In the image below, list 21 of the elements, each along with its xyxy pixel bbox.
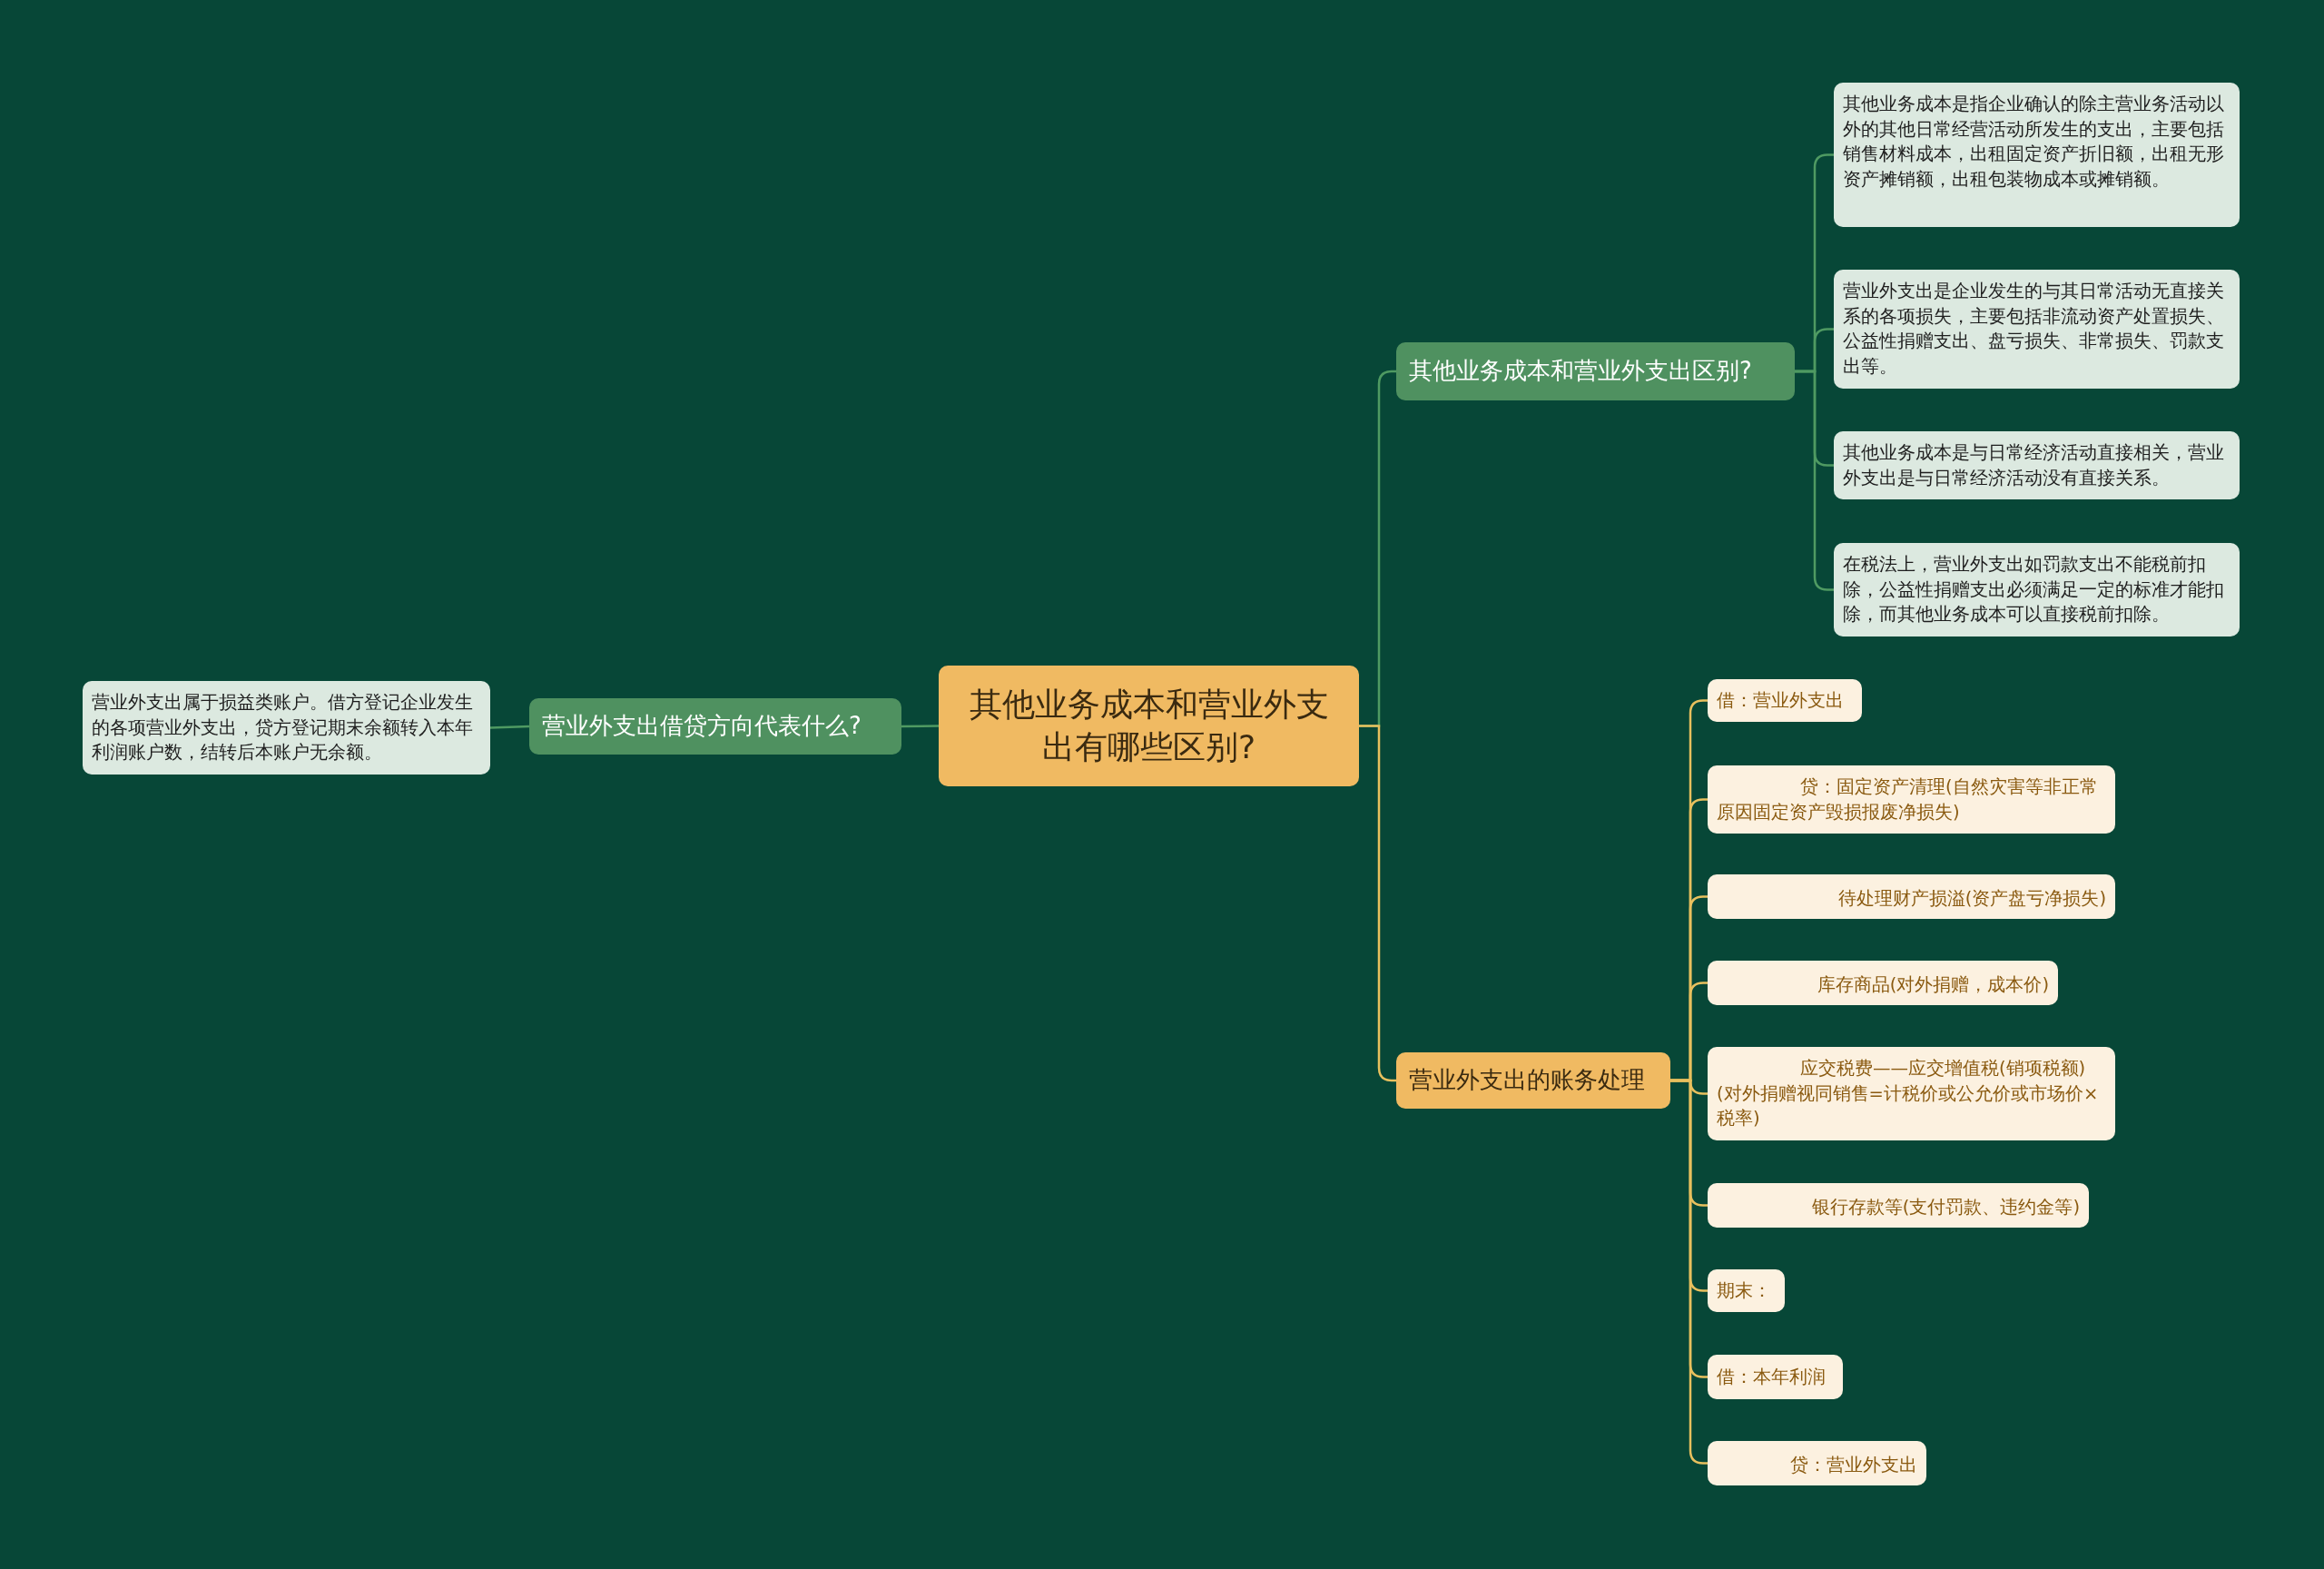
text-box: 其他业务成本是指企业确认的除主营业务活动以外的其他日常经营活动所发生的支出，主要包括销售材料成本，出租固定资产折旧额，出租无形资产摊销额，出租包装物成本或摊销额。 [1834, 83, 2240, 227]
topic-box: 营业外支出的账务处理 [1396, 1052, 1670, 1109]
entry-box: 应交税费——应交增值税(销项税额)(对外捐赠视同销售=计税价或公允价或市场价×税率) [1708, 1047, 2115, 1140]
entry-box: 待处理财产损溢(资产盘亏净损失) [1708, 874, 2115, 919]
text-box: 在税法上，营业外支出如罚款支出不能税前扣除，公益性捐赠支出必须满足一定的标准才能扣除，而其他业务成本可以直接税前扣除。 [1834, 543, 2240, 637]
entry-box: 贷：固定资产清理(自然灾害等非正常原因固定资产毁损报废净损失) [1708, 765, 2115, 834]
topic-box: 营业外支出借贷方向代表什么? [529, 698, 901, 755]
connector-line [901, 725, 939, 728]
topic-box: 其他业务成本和营业外支出区别? [1396, 342, 1795, 400]
entry-box: 银行存款等(支付罚款、违约金等) [1708, 1183, 2089, 1228]
entry-box: 库存商品(对外捐赠，成本价) [1708, 961, 2058, 1005]
connector-line [489, 725, 530, 729]
entry-box: 期末： [1708, 1269, 1785, 1312]
text-box: 营业外支出属于损益类账户。借方登记企业发生的各项营业外支出，贷方登记期末余额转入本年利润账户数，结转后本账户无余额。 [83, 681, 490, 775]
text-box: 其他业务成本是与日常经济活动直接相关，营业外支出是与日常经济活动没有直接关系。 [1834, 431, 2240, 500]
central-topic-box: 其他业务成本和营业外支出有哪些区别? [939, 666, 1359, 786]
entry-box: 贷：营业外支出 [1708, 1441, 1926, 1485]
connector-line [1795, 370, 1834, 591]
text-box: 营业外支出是企业发生的与其日常活动无直接关系的各项损失，主要包括非流动资产处置损失、公益性捐赠支出、盘亏损失、非常损失、罚款支出等。 [1834, 270, 2240, 389]
entry-box: 借：营业外支出 [1708, 679, 1862, 722]
entry-box: 借：本年利润 [1708, 1355, 1843, 1399]
